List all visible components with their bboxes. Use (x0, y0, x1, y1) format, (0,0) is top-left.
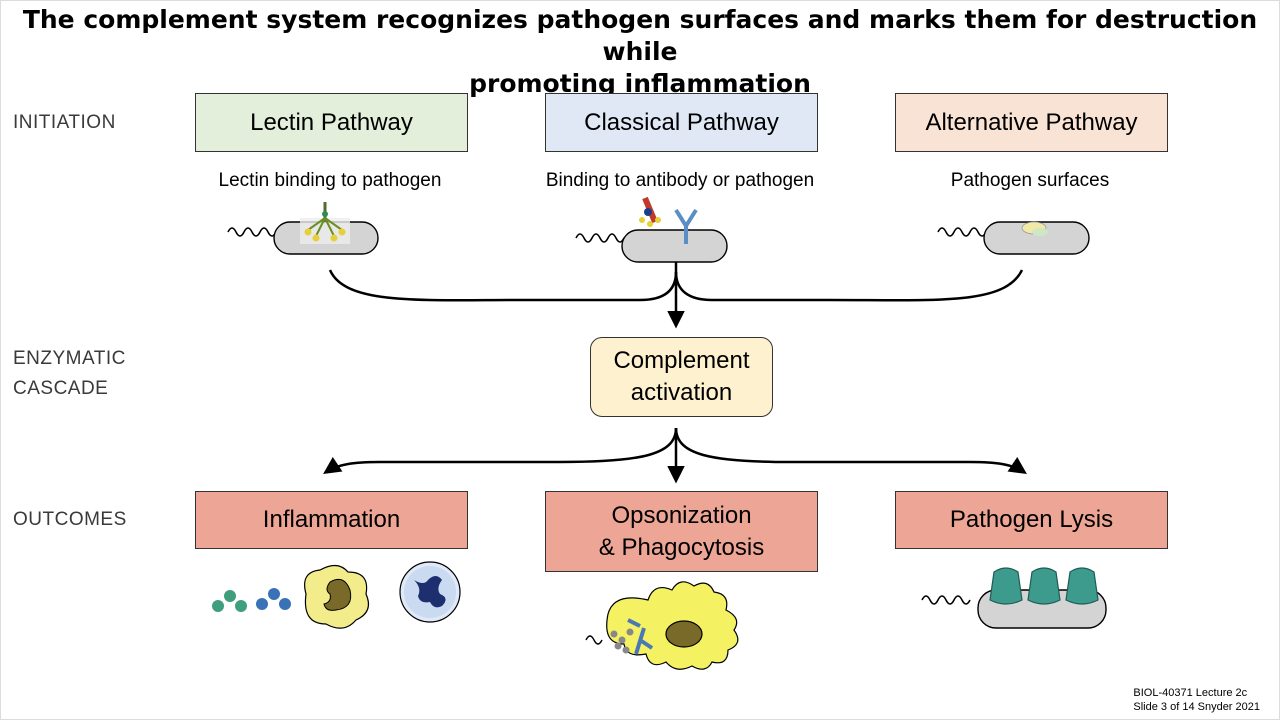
row-label-initiation: INITIATION (13, 112, 116, 133)
alternative-caption: Pathogen surfaces (950, 170, 1110, 191)
inflammation-label: Inflammation (262, 506, 401, 533)
pathogen-lysis-box: Pathogen Lysis (895, 491, 1168, 549)
opsonization-line-1: Opsonization (611, 501, 752, 529)
lectin-pathogen-icon (227, 202, 379, 255)
opsonization-box: Opsonization & Phagocytosis (545, 491, 818, 572)
to-lysis-arrow (674, 427, 1027, 474)
phagocyte-icon (585, 581, 739, 670)
alternative-pathway-box: Alternative Pathway (895, 93, 1168, 152)
lysis-pathogen-icon (921, 567, 1107, 629)
row-label-cascade-1: ENZYMATIC (13, 348, 126, 369)
inflammation-box: Inflammation (195, 491, 468, 549)
lectin-pathway-box: Lectin Pathway (195, 93, 468, 152)
lectin-connector (328, 269, 678, 302)
lectin-caption: Lectin binding to pathogen (218, 170, 442, 191)
inflammation-cells-icon (212, 561, 461, 629)
alternative-pathway-label: Alternative Pathway (925, 108, 1138, 136)
footer-line-1: BIOL-40371 Lecture 2c (1133, 687, 1248, 699)
activation-line-1: Complement (613, 347, 750, 374)
converging-arrows (328, 262, 1024, 329)
activation-line-2: activation (630, 379, 733, 406)
classical-pathway-box: Classical Pathway (545, 93, 818, 152)
alternative-pathogen-icon (937, 221, 1090, 255)
opsonization-line-2: & Phagocytosis (598, 533, 765, 561)
complement-activation-box: Complement activation (590, 337, 773, 417)
classical-caption: Binding to antibody or pathogen (545, 170, 815, 191)
row-label-outcomes: OUTCOMES (13, 509, 127, 530)
lectin-pathway-label: Lectin Pathway (250, 108, 413, 136)
to-inflammation-arrow (323, 427, 678, 474)
diverging-arrows (323, 427, 1027, 484)
slide-footer: BIOL-40371 Lecture 2c Slide 3 of 14 Snyd… (1133, 686, 1260, 714)
title-line-1: The complement system recognizes pathoge… (22, 5, 1258, 66)
classical-pathway-label: Classical Pathway (584, 108, 779, 136)
row-label-cascade-2: CASCADE (13, 378, 109, 399)
alternative-connector (674, 269, 1024, 302)
footer-line-2: Slide 3 of 14 Snyder 2021 (1133, 701, 1260, 713)
classical-pathogen-icon (575, 196, 728, 263)
pathogen-lysis-label: Pathogen Lysis (949, 506, 1114, 533)
